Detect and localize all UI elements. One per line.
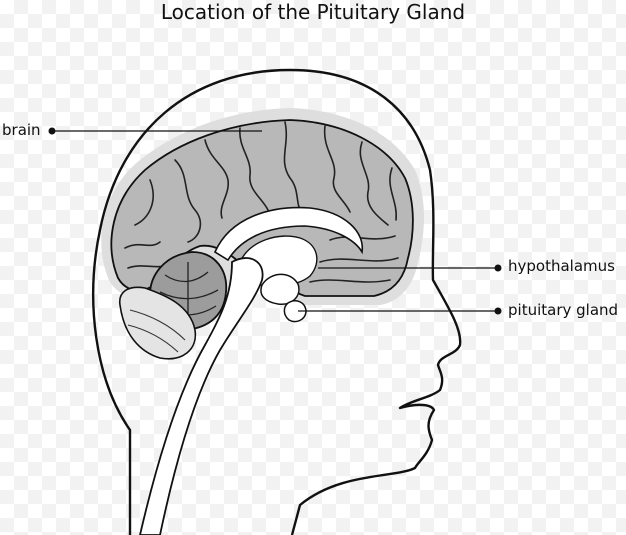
leader-lines [52,130,498,312]
brain-dot [48,127,56,135]
brain-gyri [124,121,399,283]
hypothalamus-dot [494,264,502,272]
hypothalamus-shape [260,273,300,305]
label-pituitary-gland: pituitary gland [508,301,619,319]
pituitary-shape [283,300,307,323]
spinal-cord [139,257,264,535]
pituitary-dot [494,307,502,315]
lower-lobe [119,286,197,360]
label-hypothalamus: hypothalamus [508,257,615,275]
corpus-callosum [213,206,364,262]
head-outline [92,68,462,535]
diagram-title: Location of the Pituitary Gland [160,0,466,24]
label-brain: brain [2,121,41,139]
